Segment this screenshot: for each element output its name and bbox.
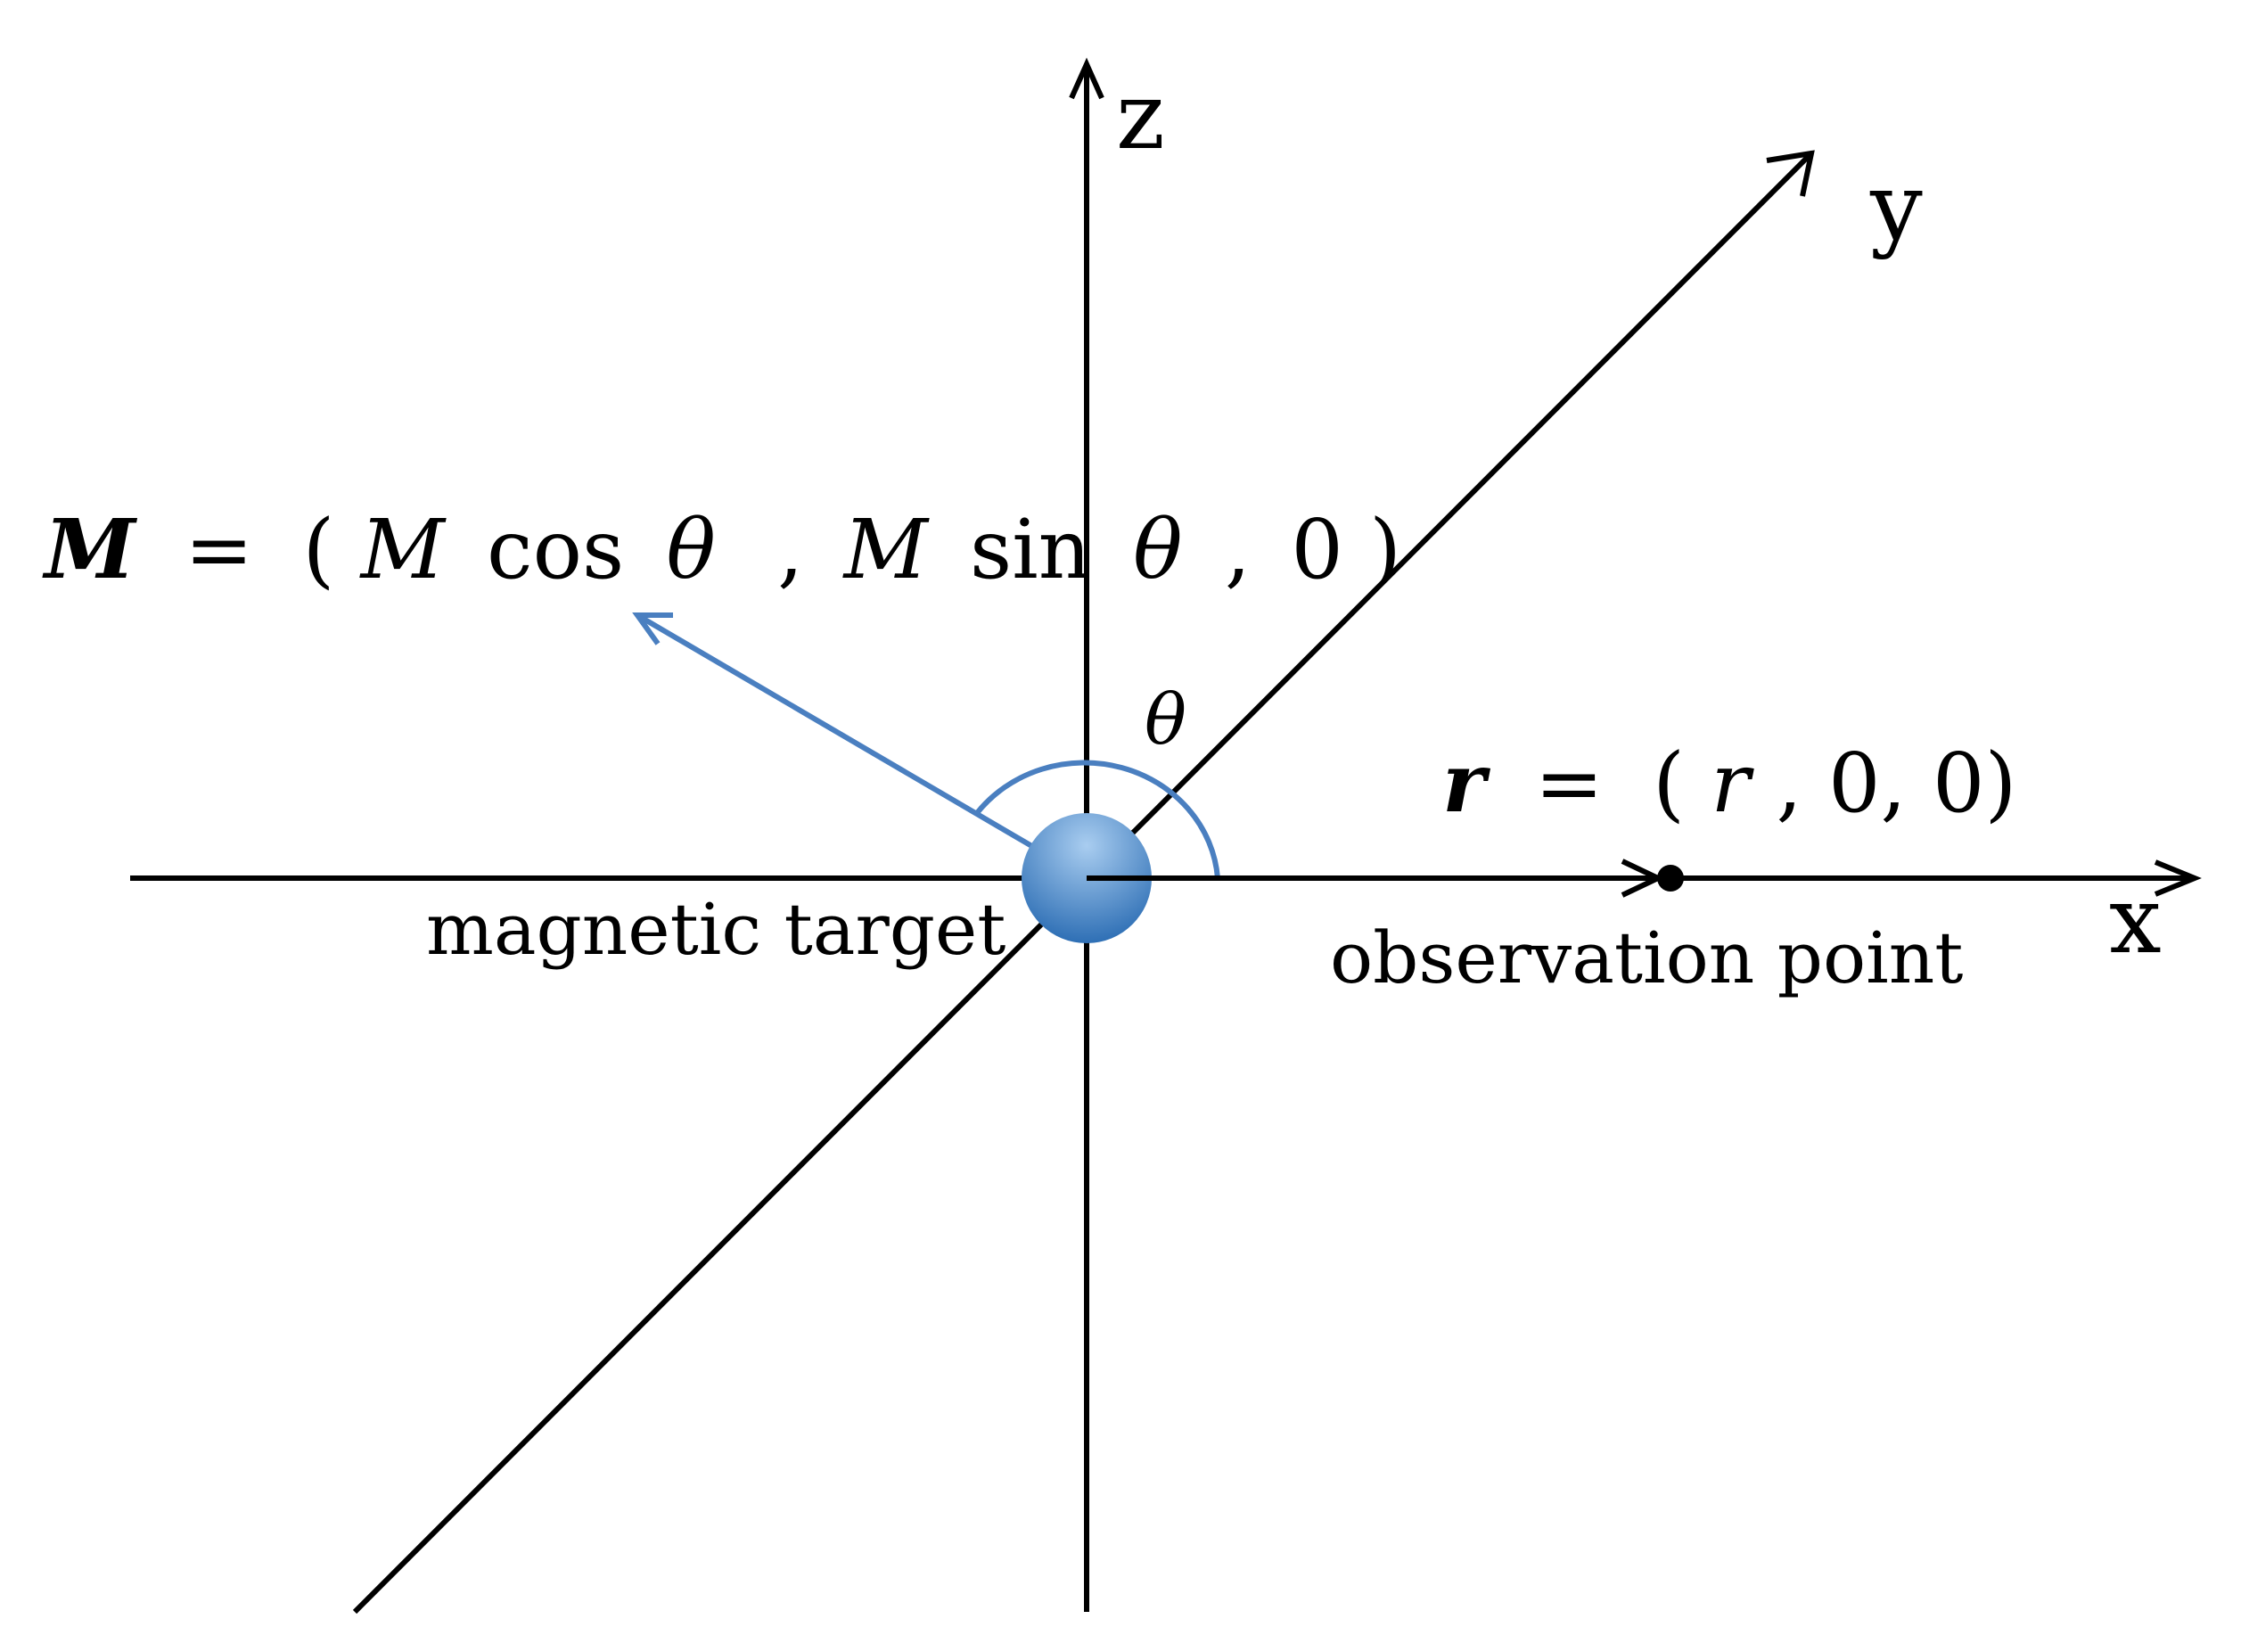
z-axis-label: z <box>1116 62 1165 170</box>
moment-m2: M <box>842 502 931 597</box>
z-axis-arrowhead <box>1069 57 1104 100</box>
moment-equation: M = ( M cos θ , M sin θ , 0 ) <box>42 501 1401 597</box>
position-rest: , 0, 0) <box>1776 736 2016 831</box>
moment-open-paren: ( <box>302 502 334 597</box>
moment-comma2: , <box>1225 502 1251 597</box>
moment-theta2: θ <box>1133 502 1182 597</box>
moment-eq-sign: = <box>185 502 253 597</box>
theta-arc <box>974 760 1220 879</box>
moment-m1: M <box>359 502 447 597</box>
moment-close-paren: ) <box>1369 502 1401 597</box>
observation-point-dot <box>1657 865 1684 892</box>
position-eq-sign: = <box>1535 736 1604 831</box>
theta-label: θ <box>1145 680 1186 760</box>
y-axis-arrowhead <box>1766 150 1815 197</box>
position-r: r <box>1711 736 1754 831</box>
position-symbol: r <box>1442 735 1491 831</box>
observation-point-label: observation point <box>1330 916 1963 999</box>
moment-vector-line <box>636 612 1088 881</box>
moment-sin: sin <box>970 502 1091 597</box>
x-axis-label: x <box>2109 866 2162 974</box>
moment-theta1: θ <box>666 502 715 597</box>
moment-zero: 0 <box>1291 502 1343 597</box>
position-open-paren: ( <box>1653 736 1685 831</box>
position-equation: r = ( r , 0, 0) <box>1442 735 2016 831</box>
moment-cos: cos <box>487 502 624 597</box>
moment-comma1: , <box>777 502 803 597</box>
moment-vector-arrowhead <box>632 612 673 645</box>
x-axis-arrowhead <box>2154 859 2202 897</box>
y-axis-label: y <box>1869 152 1923 261</box>
magnetic-target-label: magnetic target <box>426 888 1006 971</box>
moment-symbol: M <box>42 501 138 597</box>
